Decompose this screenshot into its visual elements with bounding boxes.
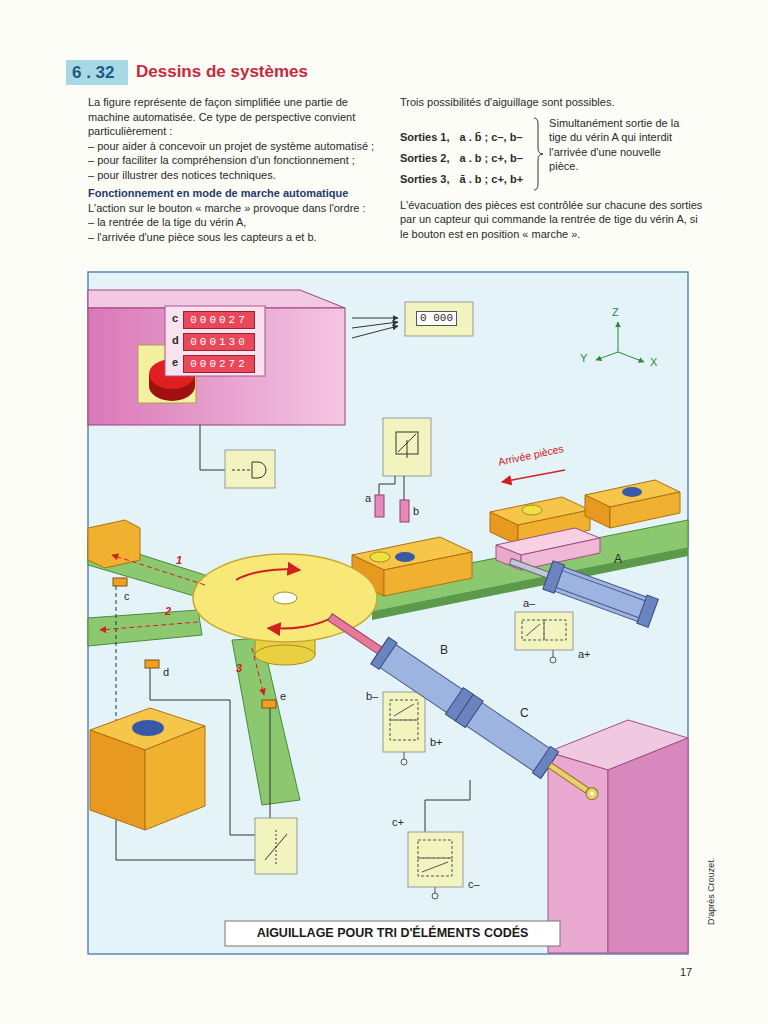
curly-bracket — [531, 116, 545, 192]
label-text: e — [172, 356, 178, 369]
cylinder-name: C — [520, 706, 529, 720]
switch-cell: Sorties 2, — [400, 151, 450, 170]
signal-name: a+ — [578, 648, 591, 661]
paragraph: Trois possibilités d'aiguillage sont pos… — [400, 95, 705, 110]
paragraph: L'action sur le bouton « marche » provoq… — [88, 201, 384, 216]
counter-digits: 000130 — [190, 336, 248, 348]
axis-name: X — [650, 356, 657, 369]
page-title: Dessins de systèmes — [136, 62, 308, 82]
exit-number: 1 — [176, 554, 182, 567]
paragraph: – pour faciliter la compréhension d'un f… — [88, 153, 384, 168]
display-value: 0 000 — [416, 311, 457, 326]
section-number: 6 . 32 — [72, 63, 115, 83]
signal-name: c+ — [392, 816, 404, 829]
paragraph: – pour illustrer des notices techniques. — [88, 168, 384, 183]
caption: AIGUILLAGE POUR TRI D'ÉLÉMENTS CODÉS — [225, 921, 560, 946]
cylinder-name: B — [440, 643, 448, 657]
signal-name: b– — [366, 690, 378, 703]
counter-digits: 000027 — [190, 314, 248, 326]
label-text: d — [172, 334, 179, 347]
axis-name: Y — [580, 352, 587, 365]
switch-cell: ā . b ; c+, b+ — [460, 172, 524, 191]
paragraph: – pour aider à concevoir un projet de sy… — [88, 139, 384, 154]
signal-name: c– — [468, 878, 480, 891]
switch-cell: Sorties 3, — [400, 172, 450, 191]
paragraph: – la rentrée de la tige du vérin A, — [88, 215, 384, 230]
switch-table: Sorties 1, a . b̄ ; c–, b– Sorties 2, a . b… — [400, 116, 705, 192]
signal-name: b+ — [430, 736, 443, 749]
exit-number: 3 — [236, 662, 242, 675]
switch-grid: Sorties 1, a . b̄ ; c–, b– Sorties 2, a . b… — [400, 130, 523, 192]
counter-display: 000027 — [183, 311, 255, 329]
page-number: 17 — [680, 966, 692, 979]
signal-name: a– — [523, 597, 535, 610]
switch-cell: Sorties 1, — [400, 130, 450, 149]
counter-display: 000130 — [183, 333, 255, 351]
paragraph: – l'arrivée d'une pièce sous les capteur… — [88, 230, 384, 245]
sensor-name: a — [365, 492, 371, 505]
text-column: La figure représente de façon simplifiée… — [88, 95, 384, 244]
exit-number: 2 — [165, 605, 171, 618]
counter-digits: 000272 — [190, 358, 248, 370]
switch-cell: a . b̄ ; c–, b– — [460, 130, 524, 149]
sensor-name: c — [124, 590, 130, 603]
label-text: c — [172, 312, 178, 325]
section-heading: Fonctionnement en mode de marche automat… — [88, 186, 384, 201]
paragraph: Simultanément sortie de la tige du vérin… — [549, 116, 684, 192]
axis-name: Z — [612, 306, 619, 319]
text-column: Trois possibilités d'aiguillage sont pos… — [400, 95, 705, 241]
credit-note: D'après Crouzet. — [706, 858, 717, 925]
paragraph: La figure représente de façon simplifiée… — [88, 95, 384, 139]
sensor-name: b — [413, 505, 419, 518]
sensor-name: e — [280, 690, 286, 703]
paragraph: L'évacuation des pièces est contrôlée su… — [400, 198, 705, 242]
sensor-name: d — [163, 666, 169, 679]
counter-display: 000272 — [183, 355, 255, 373]
switch-cell: a . b ; c+, b– — [460, 151, 524, 170]
cylinder-name: A — [614, 552, 622, 566]
